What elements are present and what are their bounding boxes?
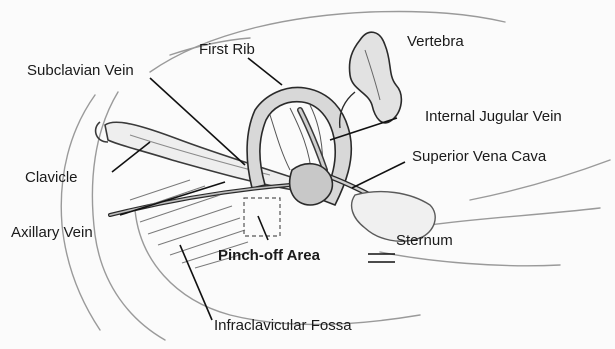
axillary-vein-label: Axillary Vein [11, 225, 93, 240]
first-rib-label: First Rib [199, 42, 255, 57]
pinch-off-area-label: Pinch-off Area [218, 248, 320, 263]
superior-vena-cava-label: Superior Vena Cava [412, 149, 546, 164]
clavicle-label: Clavicle [25, 170, 78, 185]
infraclavicular-fossa-label: Infraclavicular Fossa [214, 318, 352, 333]
pinch-off-area-box [244, 198, 280, 236]
vertebra-label: Vertebra [407, 34, 464, 49]
sternum-label: Sternum [396, 233, 453, 248]
clavicle-bone [96, 122, 305, 192]
internal-jugular-vein-label: Internal Jugular Vein [425, 109, 562, 124]
subclavian-vein-label: Subclavian Vein [27, 63, 134, 78]
vertebra-bone [340, 32, 402, 128]
